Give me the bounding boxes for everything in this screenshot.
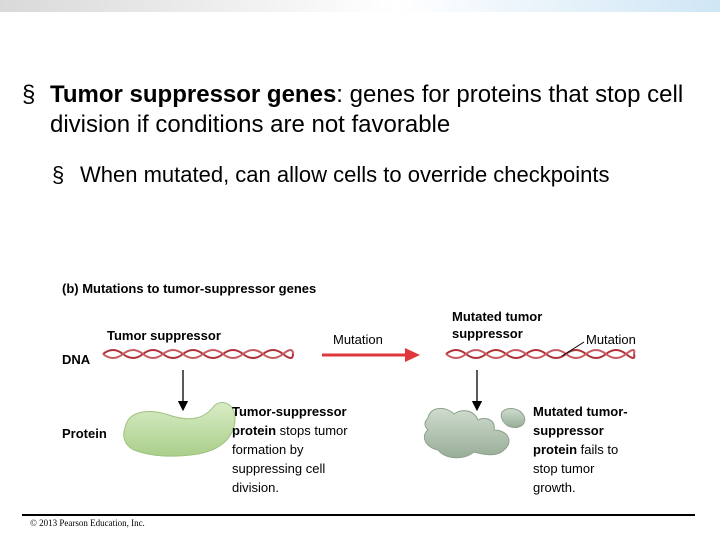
dna-helix-left (102, 349, 294, 359)
tumor-suppressor-term: Tumor suppressor genes (50, 81, 337, 108)
right-title-line1: Mutated tumor (452, 309, 542, 324)
left-caption-line: division. (232, 480, 279, 495)
left-caption-line: protein stops tumor (232, 423, 348, 438)
right-caption-line: Mutated tumor- (533, 404, 628, 419)
normal-protein-shape (123, 402, 236, 457)
figure-heading: (b) Mutations to tumor-suppressor genes (62, 281, 316, 296)
main-bullet: § Tumor suppressor genes: genes for prot… (22, 80, 692, 140)
right-mutation-label: Mutation (586, 332, 636, 347)
mutation-arrow (322, 348, 420, 362)
footer-rule (22, 514, 695, 516)
right-caption-line: suppressor (533, 423, 604, 438)
protein-label: Protein (62, 426, 107, 441)
mutated-protein-shape (423, 408, 526, 459)
sub-bullet: § When mutated, can allow cells to overr… (52, 161, 672, 189)
left-caption-line: Tumor-suppressor (232, 404, 347, 419)
dna-label: DNA (62, 352, 91, 367)
dna-helix-right (445, 349, 636, 359)
mutation-pointer-line (561, 341, 585, 357)
bullet-marker: § (52, 162, 65, 187)
left-caption-line: suppressing cell (232, 461, 325, 476)
right-caption-line: growth. (533, 480, 576, 495)
left-caption-line: formation by (232, 442, 304, 457)
right-caption-line: stop tumor (533, 461, 595, 476)
left-caption: Tumor-suppressor protein stops tumor for… (232, 404, 348, 495)
figure-tumor-suppressor-mutations: (b) Mutations to tumor-suppressor genes … (0, 270, 720, 510)
right-title-line2: suppressor (452, 326, 523, 341)
tumor-suppressor-definition: : genes for proteins that stop cell divi… (50, 81, 684, 138)
title-bar-gradient (0, 0, 720, 12)
mutation-arrow-label: Mutation (333, 332, 383, 347)
left-title: Tumor suppressor (107, 328, 221, 343)
copyright-notice: © 2013 Pearson Education, Inc. (30, 518, 145, 528)
sub-bullet-text: When mutated, can allow cells to overrid… (80, 162, 610, 187)
figure-svg: (b) Mutations to tumor-suppressor genes … (62, 281, 636, 495)
bullet-marker: § (22, 81, 36, 108)
right-caption-line: protein fails to (533, 442, 618, 457)
right-caption: Mutated tumor- suppressor protein fails … (533, 404, 628, 495)
